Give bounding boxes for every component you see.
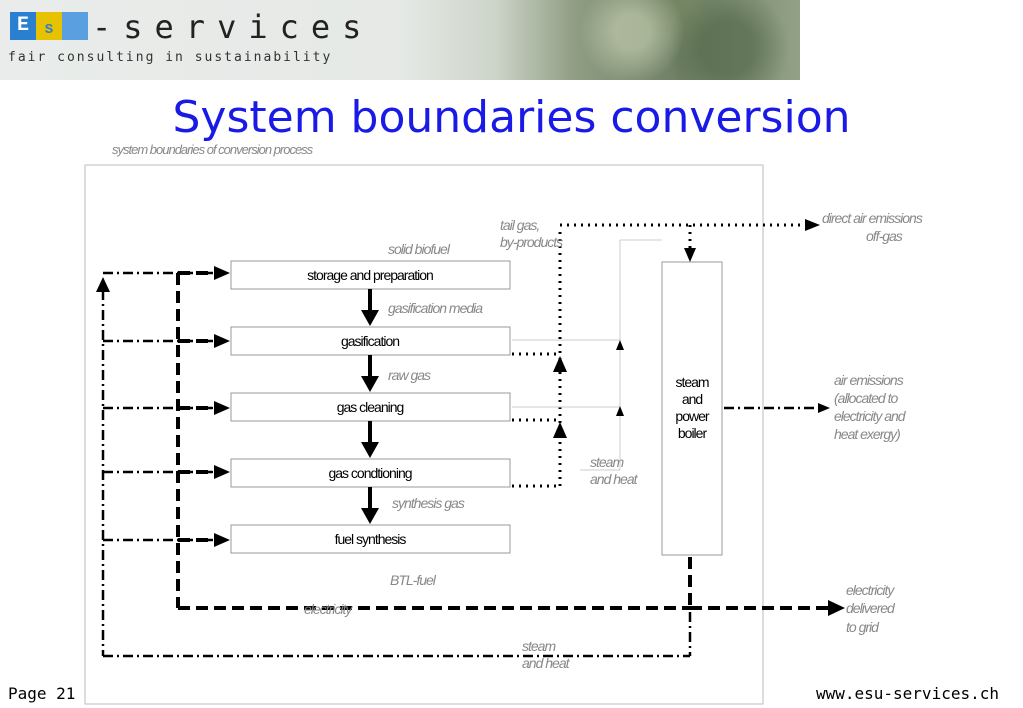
steam-thin-lines	[512, 239, 662, 471]
brand-tagline: fair consulting in sustainability	[8, 50, 333, 65]
output-electricity-grid-2: delivered	[846, 600, 896, 616]
boiler-box	[661, 261, 723, 556]
boiler-label-2: and	[682, 391, 703, 407]
output-electricity-grid-1: electricity	[846, 582, 895, 598]
label-electricity: electricity	[304, 601, 353, 617]
box-fuel-synthesis	[230, 524, 511, 554]
system-boundary-frame	[84, 164, 764, 705]
logo-letter-u	[62, 12, 88, 40]
steam-small-arrows	[616, 340, 624, 416]
boiler-label-1: steam	[675, 374, 708, 390]
header-foliage-image	[560, 0, 800, 80]
output-air-emissions-4: heat exergy)	[834, 426, 900, 442]
label-synthesis-gas: synthesis gas	[392, 495, 465, 511]
electricity-dashed-lines	[176, 271, 830, 610]
output-direct-air-2: off-gas	[866, 228, 903, 244]
tail-gas-arrowheads	[553, 219, 820, 438]
boiler-label-4: boiler	[678, 425, 708, 441]
label-raw-gas: raw gas	[388, 367, 431, 383]
box-gas-conditioning-label: gas condtioning	[328, 465, 411, 481]
steam-dashdot-lines	[101, 271, 818, 658]
label-solid-biofuel: solid biofuel	[388, 241, 451, 257]
logo-letter-s: S	[36, 12, 62, 40]
box-gas-cleaning-label: gas cleaning	[337, 399, 404, 415]
box-storage-label: storage and preparation	[307, 267, 433, 283]
tail-gas-dotted-lines	[512, 223, 805, 488]
label-steam-heat-bottom-2: and heat	[522, 655, 571, 671]
output-direct-air-1: direct air emissions	[822, 210, 923, 226]
footer-url[interactable]: www.esu-services.ch	[815, 684, 999, 703]
input-arrowheads	[96, 266, 830, 547]
esu-logo: E S	[10, 12, 88, 42]
output-air-emissions-1: air emissions	[834, 372, 904, 388]
label-tail-gas-1: tail gas,	[500, 217, 539, 233]
label-gasification-media: gasification media	[388, 300, 483, 316]
boiler-label-3: power	[675, 408, 709, 424]
header-banner: E S -services fair consulting in sustain…	[0, 0, 800, 80]
label-tail-gas-2: by-products	[500, 234, 563, 250]
box-gasification	[230, 326, 511, 356]
logo-letter-e: E	[10, 12, 36, 40]
label-btl-fuel: BTL-fuel	[390, 572, 437, 588]
output-air-emissions-2: (allocated to	[834, 390, 898, 406]
page-number: Page 21	[8, 684, 76, 703]
boundary-label: system boundaries of conversion process	[112, 142, 314, 157]
slide-title: System boundaries conversion	[172, 92, 851, 143]
brand-name: -services	[92, 8, 374, 46]
process-flow-arrows	[361, 289, 379, 524]
output-electricity-grid-3: to grid	[846, 619, 880, 635]
label-steam-heat-mid-2: and heat	[590, 471, 639, 487]
output-air-emissions-3: electricity and	[834, 408, 907, 424]
box-gasification-label: gasification	[341, 333, 399, 349]
label-steam-heat-mid-1: steam	[590, 454, 624, 470]
box-fuel-synthesis-label: fuel synthesis	[335, 531, 407, 547]
label-steam-heat-bottom-1: steam	[522, 638, 556, 654]
electricity-grid-arrowhead	[828, 600, 845, 616]
box-gas-conditioning	[230, 458, 511, 488]
